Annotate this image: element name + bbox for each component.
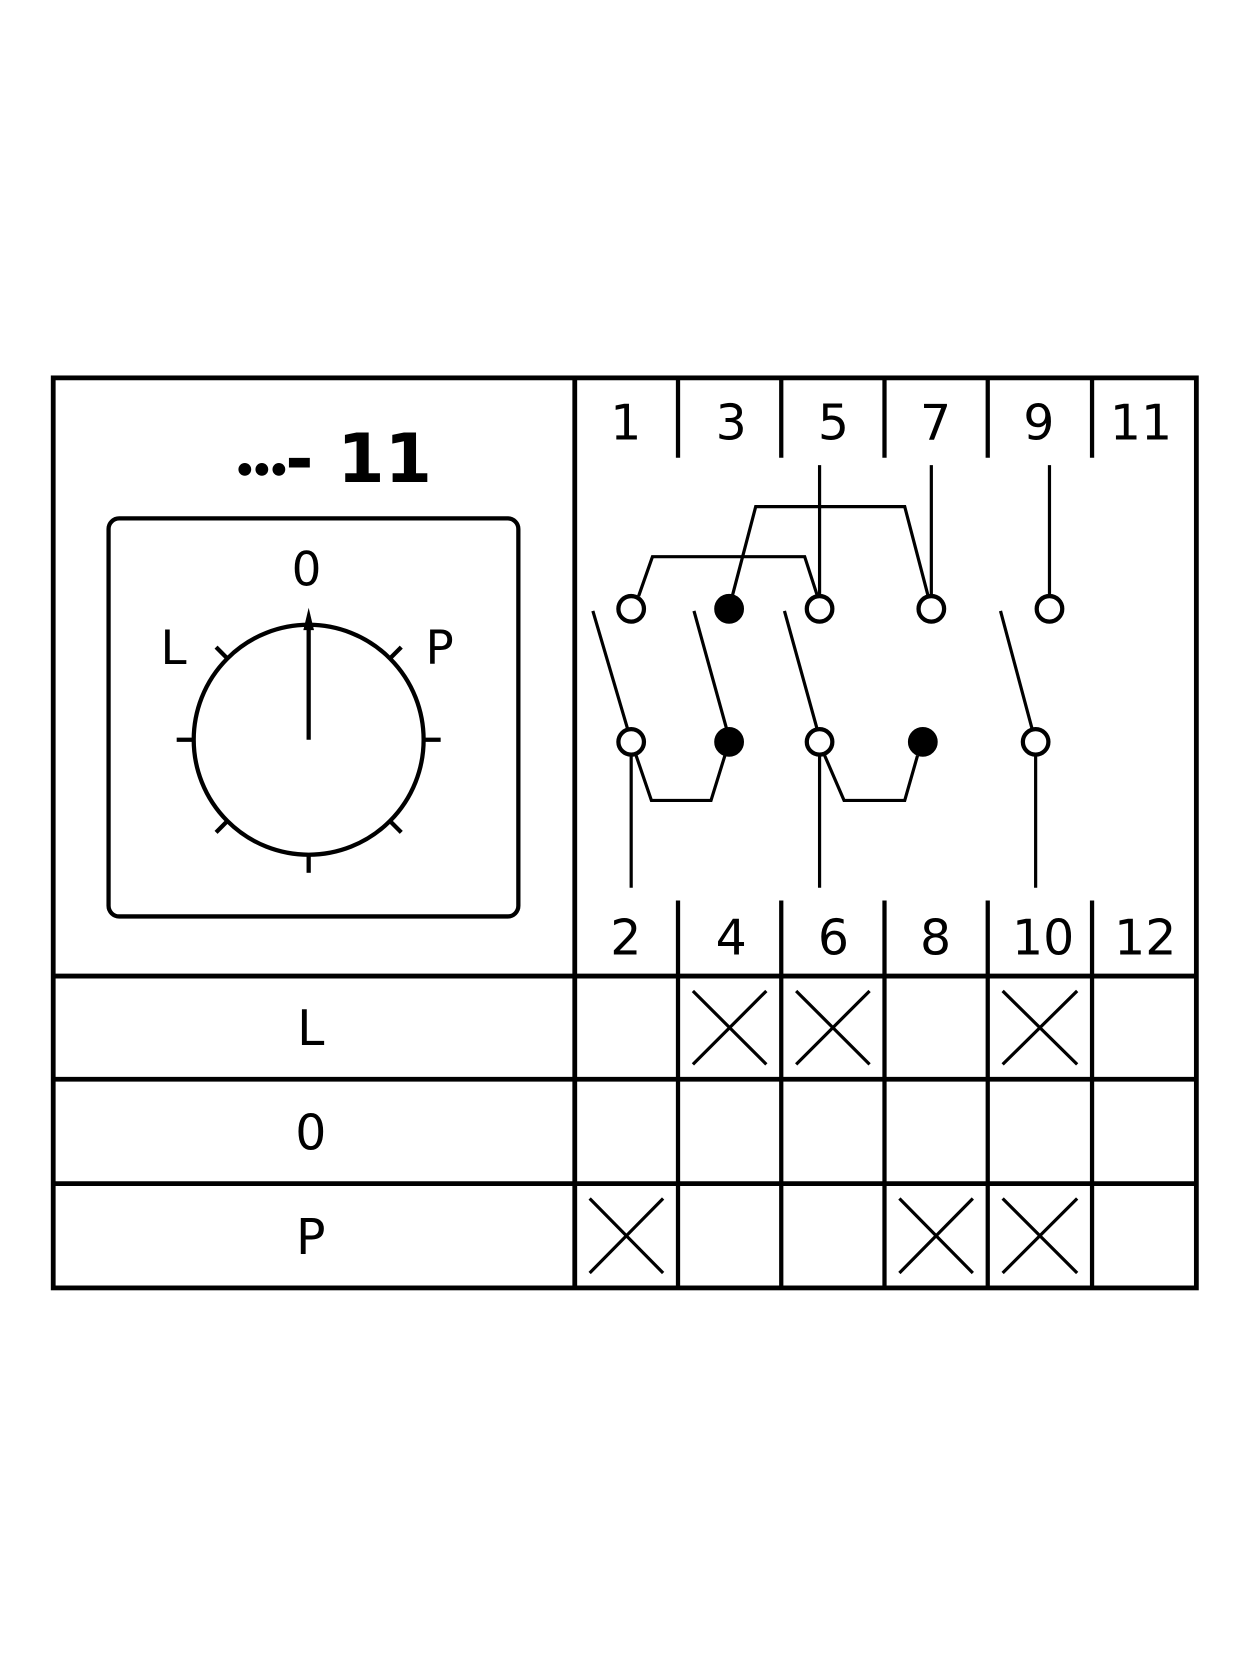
row-label-L: L	[297, 1000, 325, 1057]
svg-text:2: 2	[610, 910, 641, 967]
svg-text:8: 8	[920, 910, 951, 967]
svg-text:7: 7	[920, 395, 951, 452]
terminal-7-open-icon	[916, 593, 947, 624]
svg-text:5: 5	[818, 395, 849, 452]
title-dot-1	[238, 463, 252, 476]
title-suffix: - 11	[285, 420, 432, 499]
terminal-1-open-icon	[616, 593, 647, 624]
table-column-dividers	[675, 976, 1095, 1288]
contact-wiring	[591, 465, 1052, 888]
outer-frame	[50, 375, 1199, 1291]
terminal-8-closed-icon	[907, 726, 938, 757]
title-dot-2	[255, 463, 269, 476]
svg-text:10: 10	[1012, 910, 1074, 967]
svg-text:12: 12	[1114, 910, 1176, 967]
terminal-4-closed-icon	[714, 726, 744, 757]
switching-table-row-labels: L 0 P	[295, 1000, 326, 1266]
rotary-dial: 0 L P	[160, 543, 454, 873]
svg-text:1: 1	[610, 395, 641, 452]
svg-text:6: 6	[818, 910, 849, 967]
x-mark-icon	[691, 989, 768, 1066]
dial-label-0: 0	[292, 543, 322, 597]
top-number-dividers	[675, 379, 1095, 458]
terminal-6-open-icon	[804, 726, 835, 757]
row-label-0: 0	[295, 1105, 326, 1162]
dial-label-L: L	[160, 622, 186, 676]
row-label-P: P	[296, 1209, 326, 1266]
x-mark-icon	[1001, 989, 1079, 1066]
terminal-5-open-icon	[804, 593, 835, 624]
dial-label-P: P	[425, 622, 453, 676]
title-dot-3	[272, 463, 286, 476]
terminal-2-open-icon	[616, 726, 647, 757]
terminals	[616, 593, 1065, 757]
terminal-10-open-icon	[1020, 726, 1051, 757]
terminal-9-open-icon	[1034, 593, 1065, 624]
svg-text:11: 11	[1110, 395, 1172, 452]
switching-table-marks	[588, 989, 1079, 1275]
pointer-arrow-icon	[303, 607, 314, 631]
x-mark-icon	[898, 1197, 974, 1275]
svg-text:9: 9	[1023, 395, 1054, 452]
svg-text:4: 4	[716, 910, 747, 967]
x-mark-icon	[1001, 1197, 1079, 1275]
terminal-3-closed-icon	[714, 593, 744, 624]
svg-text:3: 3	[716, 395, 747, 452]
bottom-number-dividers	[675, 900, 1095, 977]
x-mark-icon	[588, 1197, 665, 1275]
model-title: - 11	[238, 420, 432, 499]
top-terminal-numbers: 1 3 5 7 9 11	[610, 395, 1172, 452]
bottom-terminal-numbers: 2 4 6 8 10 12	[610, 910, 1176, 967]
dial-plate	[106, 516, 521, 919]
x-mark-icon	[795, 989, 871, 1066]
